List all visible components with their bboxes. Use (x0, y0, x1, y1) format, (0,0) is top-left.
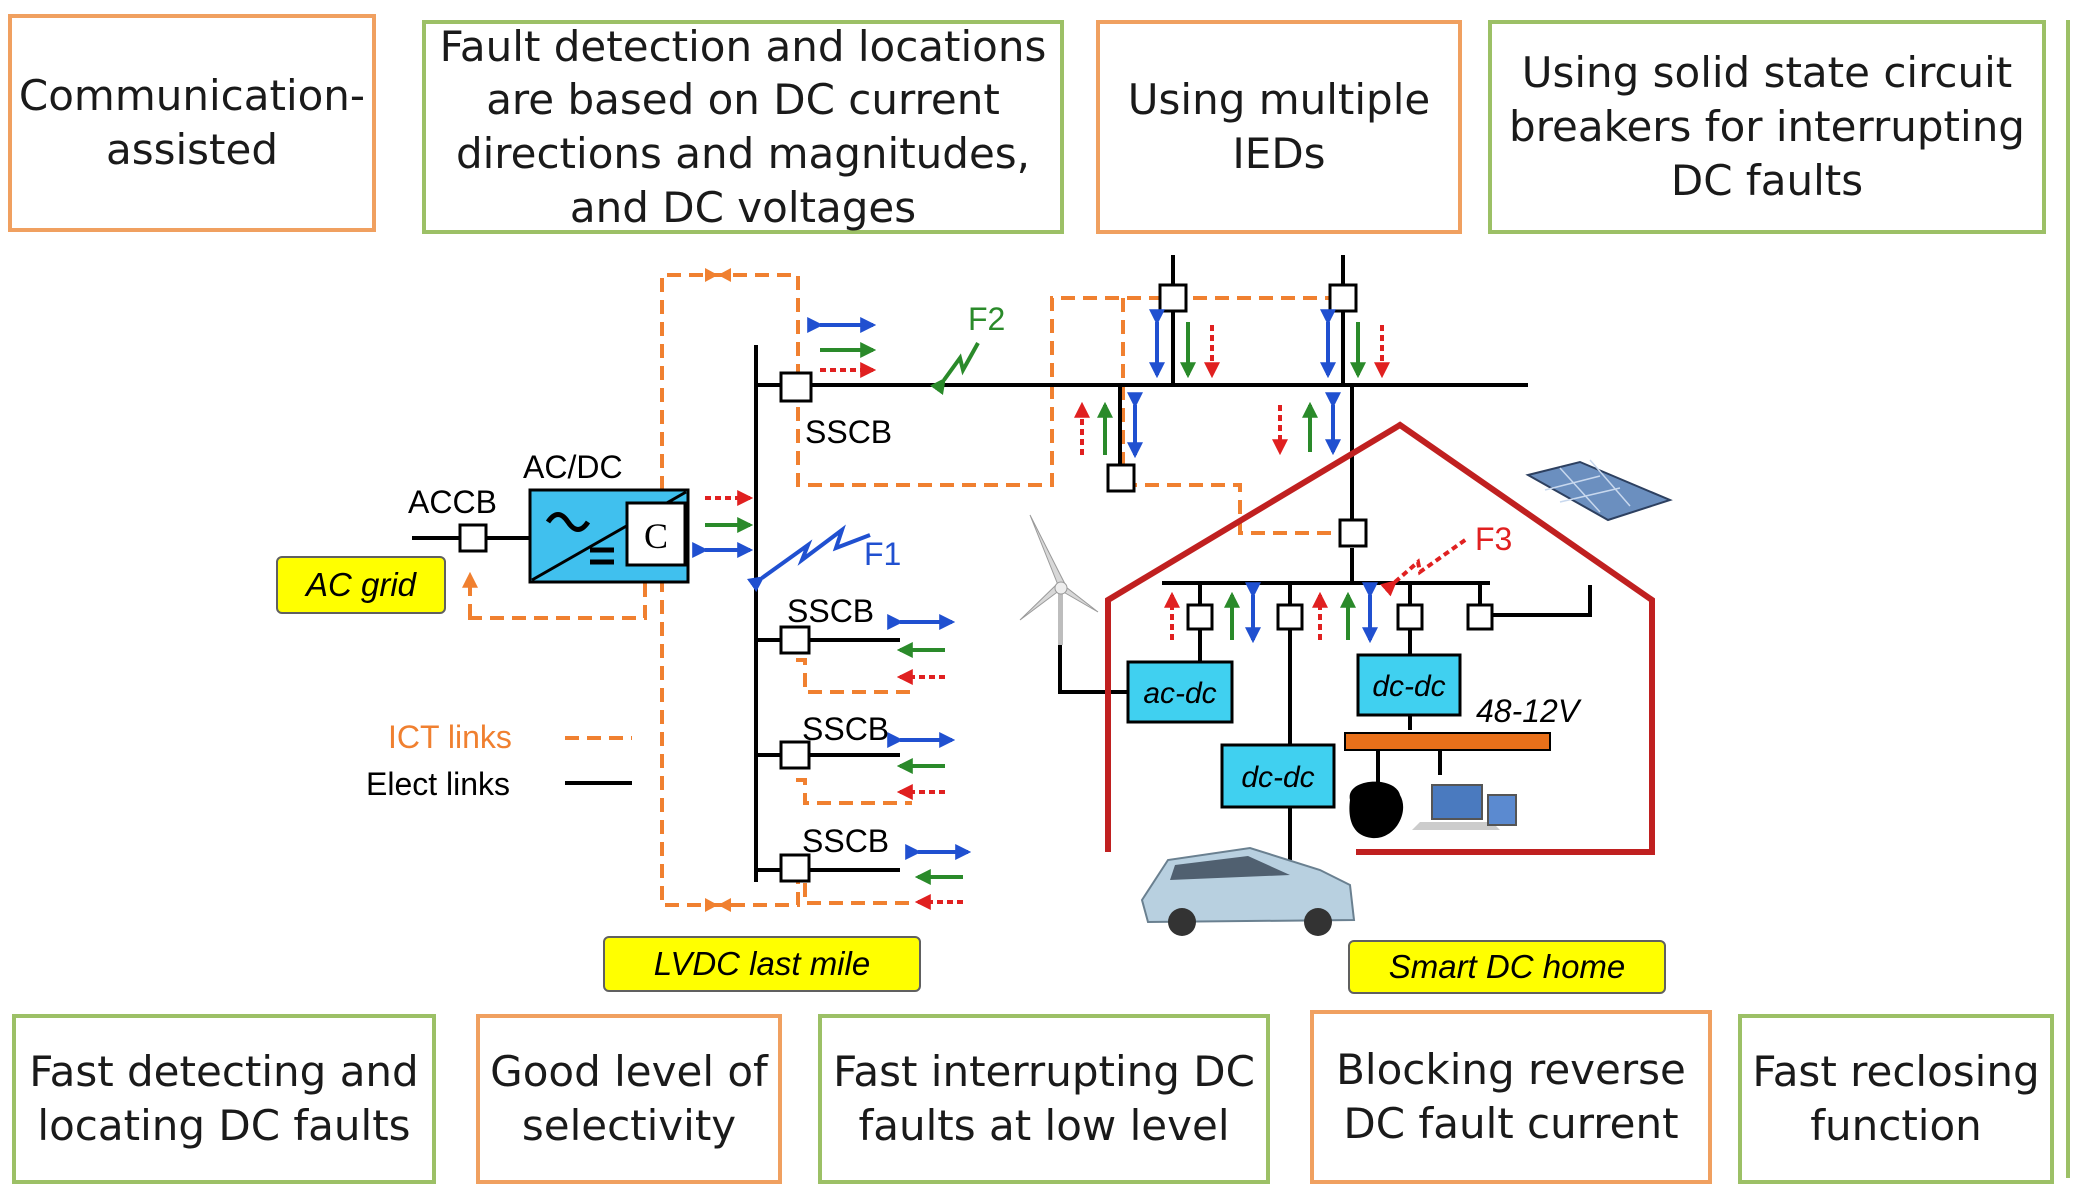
svg-text:ICT links: ICT links (388, 719, 512, 755)
breakers (458, 283, 1494, 883)
svg-text:F2: F2 (968, 301, 1005, 337)
wind-turbine-icon (1019, 514, 1099, 645)
fault-f2 (930, 342, 980, 396)
svg-text:ACCB: ACCB (408, 484, 497, 520)
svg-text:F3: F3 (1475, 521, 1512, 557)
tag-lvdc: LVDC last mile (603, 936, 921, 992)
ict-links (462, 273, 1340, 907)
svg-text:SSCB: SSCB (805, 414, 892, 450)
svg-text:Elect links: Elect links (366, 766, 510, 802)
solar-panel-icon (1525, 459, 1673, 522)
frame-edge (2066, 20, 2070, 1178)
electric-car-icon (1140, 846, 1356, 936)
svg-text:F1: F1 (864, 536, 901, 572)
tag-ac-grid: AC grid (276, 556, 446, 614)
svg-text:dc-dc: dc-dc (1372, 670, 1445, 703)
appliance-icon (1349, 781, 1404, 839)
svg-text:SSCB: SSCB (787, 593, 874, 629)
svg-text:AC/DC: AC/DC (523, 449, 623, 485)
svg-text:dc-dc: dc-dc (1241, 761, 1314, 794)
svg-text:SSCB: SSCB (802, 823, 889, 859)
feature-communication-assisted: Communication-assisted (8, 14, 376, 232)
house-outline (1105, 421, 1655, 855)
arrows-nodes (1074, 309, 1390, 644)
arrows-lvdc (692, 317, 972, 910)
fault-f3 (1380, 536, 1470, 597)
ict-bowties (705, 268, 731, 912)
home-converters: ac-dc dc-dc dc-dc (1126, 653, 1551, 809)
svg-text:C: C (644, 516, 668, 556)
tag-smart-home: Smart DC home (1348, 940, 1666, 994)
svg-text:SSCB: SSCB (802, 711, 889, 747)
svg-text:ac-dc: ac-dc (1143, 677, 1216, 710)
acdc-converter: C (528, 488, 690, 584)
svg-text:48-12V: 48-12V (1476, 693, 1582, 729)
fault-f1 (746, 524, 871, 592)
laptop-icon (1412, 784, 1517, 830)
